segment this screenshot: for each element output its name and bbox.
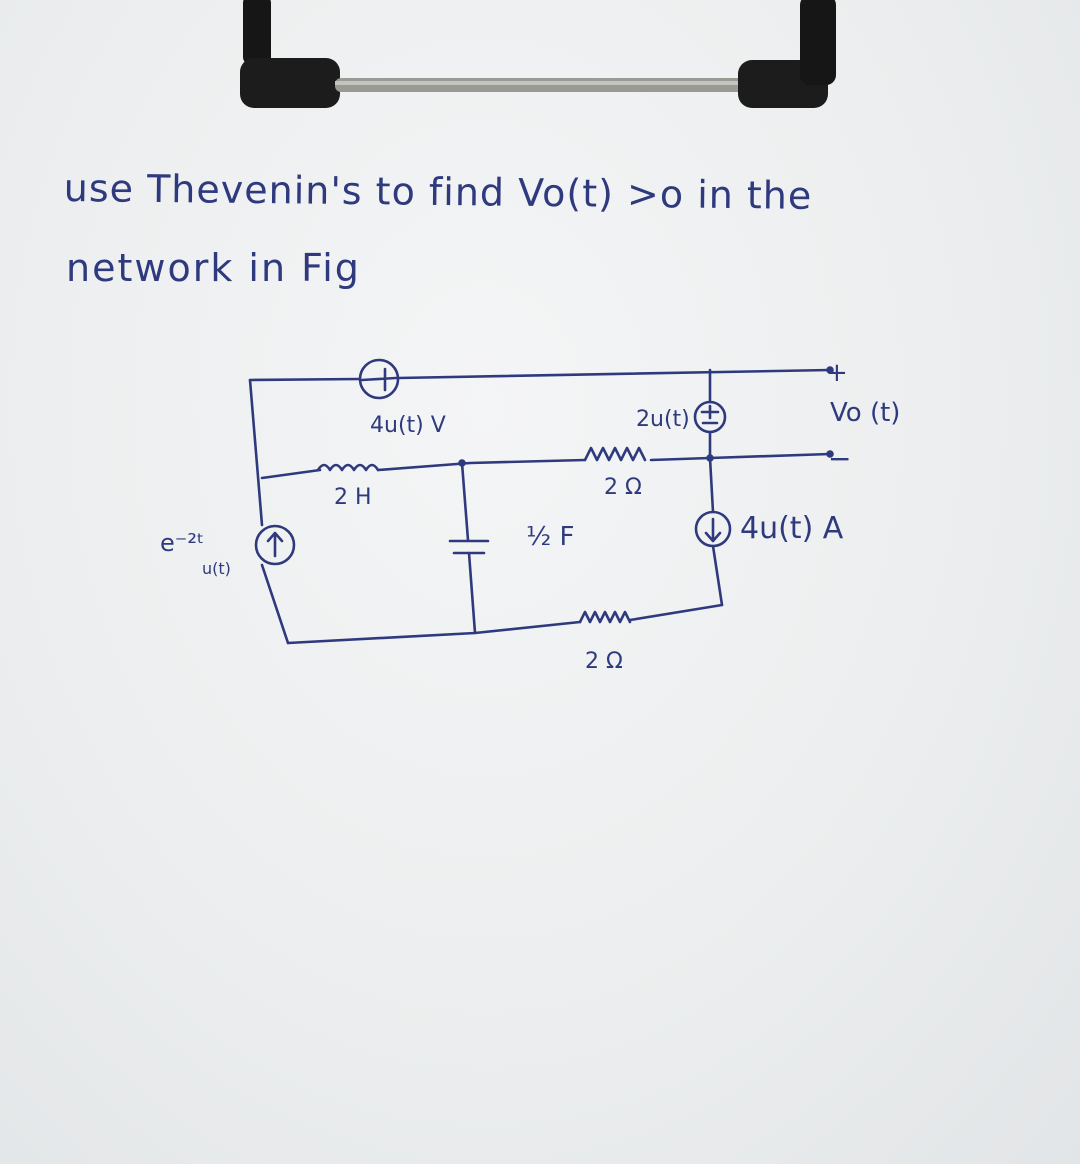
wire-top (248, 368, 832, 382)
resistor-top (583, 446, 647, 462)
output-plus-label: + (826, 358, 848, 388)
inductor (316, 463, 380, 472)
top-source-label: 4u(t) V (370, 413, 446, 438)
voltage-source-top (358, 358, 400, 400)
wire-bottom (286, 620, 582, 645)
right-source-label: 4u(t) A (740, 511, 844, 546)
wire-right-top (649, 452, 832, 462)
left-source-label-step: u(t) (202, 559, 231, 578)
output-voltage-label: Vo (t) (830, 398, 900, 428)
wire-bottom-right (628, 603, 724, 622)
terminal-minus (826, 450, 834, 458)
left-source-label-exponent: e⁻²ᵗ (160, 529, 204, 557)
dependent-source (693, 400, 727, 434)
terminal-plus (826, 366, 834, 374)
circuit-diagram: 4u(t) V 2u(t) + Vo (t) − 2 H 2 Ω ½ F e⁻²… (160, 358, 900, 674)
paper-clip (240, 0, 836, 108)
current-source-right (694, 510, 732, 548)
current-source-left-arrow (266, 531, 284, 558)
voltage-source-top-polarity (360, 367, 398, 392)
current-source-right-arrow (704, 517, 722, 543)
inductor-label: 2 H (334, 485, 372, 510)
wire-left-lower (260, 563, 290, 645)
resistor-bottom (578, 610, 632, 624)
node-cap-top (458, 459, 466, 467)
wire-middle (376, 458, 587, 472)
wire-left-to-inductor (260, 468, 322, 480)
capacitor (448, 539, 490, 555)
wire-right-lower (708, 456, 724, 607)
resistor-top-label: 2 Ω (604, 475, 642, 500)
dependent-source-polarity (700, 404, 720, 425)
problem-text-line-1: use Thevenin's to find Vo(t) >o in the (63, 166, 813, 218)
wire-cap-top (460, 461, 470, 542)
dep-source-label: 2u(t) (636, 407, 690, 432)
current-source-left (254, 524, 296, 566)
problem-text-line-2: network in Fig (66, 246, 361, 290)
capacitor-label: ½ F (526, 522, 574, 552)
output-minus-label: − (828, 442, 851, 475)
wire-left-outer (248, 378, 264, 527)
wire-cap-bottom (467, 551, 477, 635)
resistor-bottom-label: 2 Ω (585, 649, 623, 674)
node-right (706, 454, 714, 462)
